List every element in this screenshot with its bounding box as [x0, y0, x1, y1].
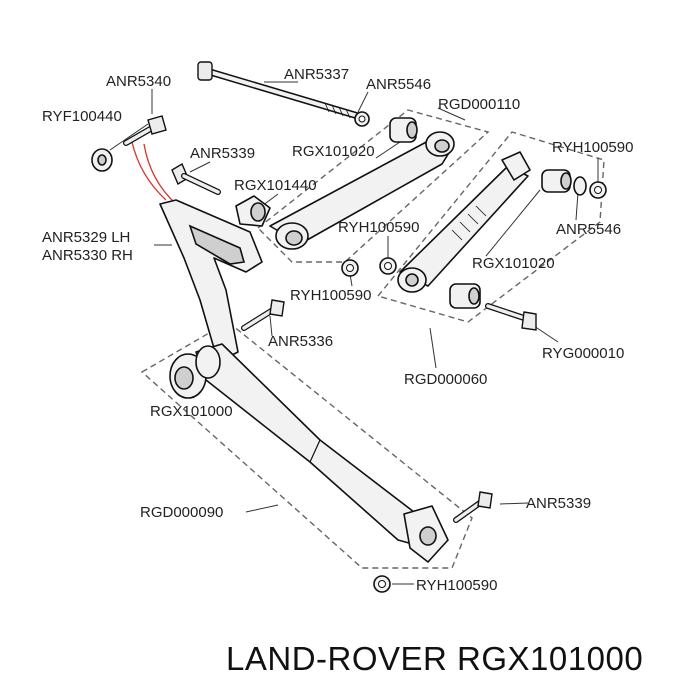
label-rgx101020-right: RGX101020: [472, 255, 555, 272]
bolt-anr5340: [123, 115, 167, 146]
adjustable-link-rgd000060: [397, 151, 531, 293]
bush-rgx101020-top: [389, 117, 418, 143]
accent-leaders: [131, 141, 177, 205]
label-rgx101000: RGX101000: [150, 403, 233, 420]
nut-ryh100590-center: [379, 257, 397, 275]
label-anr5340: ANR5340: [106, 73, 171, 90]
bush-rgx101440: [235, 195, 271, 227]
group-outline-rgd000110: [256, 109, 490, 263]
nut-ryh100590-right: [589, 181, 607, 199]
label-ryh100590-lower: RYH100590: [290, 287, 371, 304]
label-anr5330-rh: ANR5330 RH: [42, 247, 133, 264]
label-ryh100590-right: RYH100590: [552, 139, 633, 156]
label-rgd000090: RGD000090: [140, 504, 223, 521]
bolt-anr5336: [241, 299, 285, 331]
bolt-ryg000010: [485, 303, 537, 331]
label-anr5546-right: ANR5546: [556, 221, 621, 238]
bracket-anr5329-anr5330: [159, 199, 263, 363]
nut-anr5546-top: [354, 111, 370, 127]
group-outline-rgd000060: [376, 131, 605, 323]
washer-ryf100440: [91, 148, 113, 172]
part-number-caption: LAND-ROVER RGX101000: [226, 640, 644, 677]
bush-rgx101020-lower: [449, 283, 481, 309]
bolt-anr5339-top: [171, 162, 221, 195]
label-rgx101020-top: RGX101020: [292, 143, 375, 160]
label-ryh100590-bottom: RYH100590: [416, 577, 497, 594]
washer-anr5546-right: [573, 176, 587, 196]
label-anr5339-top: ANR5339: [190, 145, 255, 162]
label-rgx101440: RGX101440: [234, 177, 317, 194]
trailing-arm-rgd000090: [195, 343, 449, 563]
nut-ryh100590-lower: [341, 259, 359, 277]
label-ryg000010: RYG000010: [542, 345, 624, 362]
label-ryf100440: RYF100440: [42, 108, 122, 125]
label-anr5546-top: ANR5546: [366, 76, 431, 93]
label-anr5339-bottom: ANR5339: [526, 495, 591, 512]
long-bolt-anr5337: [197, 61, 362, 120]
label-anr5336: ANR5336: [268, 333, 333, 350]
bush-rgx101020-right: [541, 169, 572, 193]
label-rgd000110: RGD000110: [438, 96, 520, 113]
label-ryh100590-center: RYH100590: [338, 219, 419, 236]
bolt-anr5339-bottom: [453, 491, 493, 523]
label-anr5329-lh: ANR5329 LH: [42, 229, 130, 246]
label-anr5337: ANR5337: [284, 66, 349, 83]
nut-ryh100590-bottom: [373, 575, 391, 593]
upper-link-arm-rgd000110: [269, 131, 455, 250]
label-rgd000060: RGD000060: [404, 371, 487, 388]
bush-rgx101000: [169, 345, 221, 399]
